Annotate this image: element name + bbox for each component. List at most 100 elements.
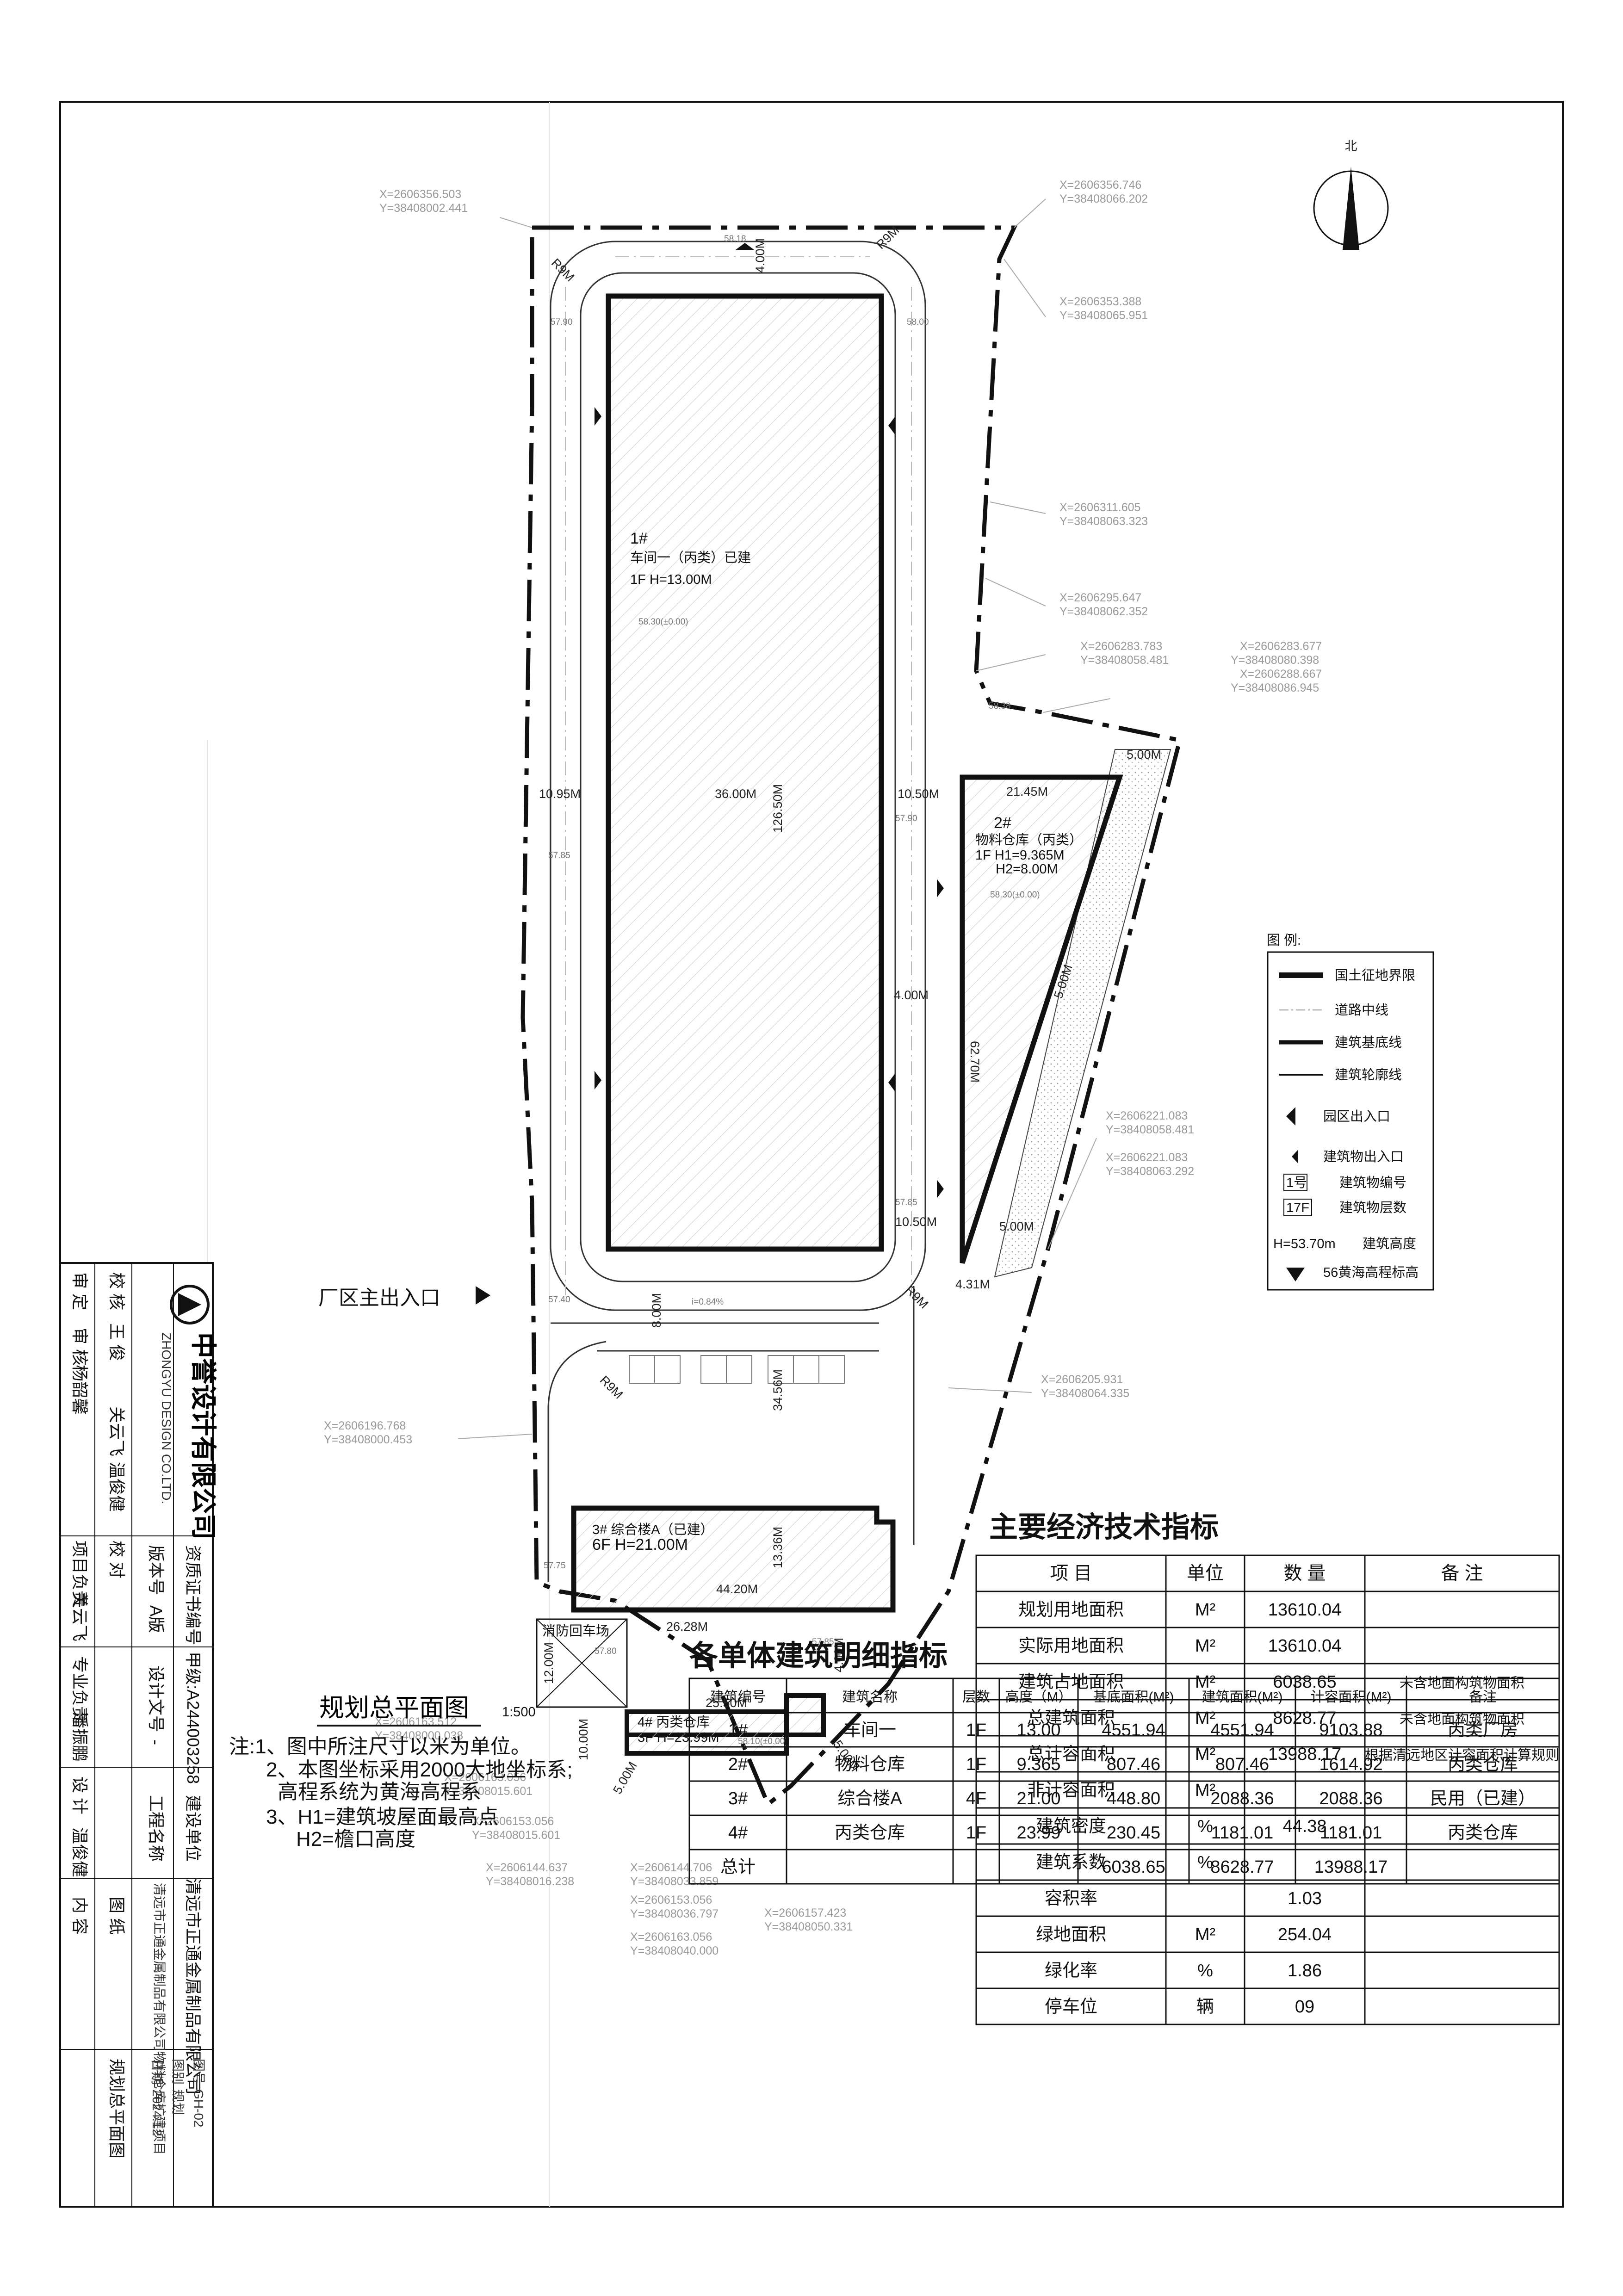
dim-12650: 126.50M [771,784,785,833]
dim-1336: 13.36M [771,1527,785,1568]
detail-cell: 1F [966,1823,986,1843]
building-1: 1# 车间一（丙类）已建 1F H=13.00M 58.30(±0.00) 36… [606,293,884,1252]
main-entrance: 厂区主出入口 [318,1286,490,1309]
legend-item: 道路中线 [1335,1003,1388,1018]
svg-text:X=2606353.388: X=2606353.388 [1059,295,1141,308]
econ-cell: M² [1195,1636,1215,1656]
note-line: H2=檐口高度 [296,1828,415,1850]
detail-cell: 总计 [720,1857,756,1877]
detail-cell: 13988.17 [1314,1857,1388,1877]
detail-cell: 丙类仓库 [1448,1823,1518,1843]
svg-text:Y=38408086.945: Y=38408086.945 [1231,681,1319,694]
econ-cell: % [1197,1853,1213,1872]
svg-text:Y=38408062.352: Y=38408062.352 [1059,605,1148,618]
legend-item: 建筑基底线 [1335,1035,1402,1050]
svg-text:Y=38408080.398: Y=38408080.398 [1231,654,1319,667]
svg-text:57.80: 57.80 [595,1646,617,1656]
econ-cell: M² [1195,1672,1215,1692]
detail-cell: 9103.88 [1319,1720,1382,1740]
econ-cell: 停车位 [1045,1997,1097,2017]
b2-name: 物料仓库（丙类） [975,832,1083,848]
svg-text:58.18: 58.18 [724,234,746,244]
detail-cell: 1614.92 [1319,1755,1382,1774]
svg-text:X=2606356.746: X=2606356.746 [1059,179,1141,192]
econ-cell: 建筑系数 [1036,1853,1106,1872]
tb-content-label: 内 容 [70,1897,89,1935]
svg-text:X=2606163.056: X=2606163.056 [444,1771,526,1784]
tb-role: 项目负责 [70,1541,89,1607]
legend-item: 国土征地界限 [1335,968,1415,983]
dim-2145: 21.45M [1006,785,1048,798]
econ-cell: 规划用地面积 [1018,1600,1124,1620]
detail-title: 各单体建筑明细指标 [689,1640,948,1672]
detail-header: 建筑编号 [710,1690,766,1705]
detail-cell: 2088.36 [1210,1789,1274,1808]
svg-text:X=2606295.647: X=2606295.647 [1059,591,1141,604]
tb-project: 清远市正通金属制品有限公司物料仓库扩建项目 [152,1883,167,2155]
econ-cell: 根据清远地区计容面积计算规则 [1365,1748,1559,1763]
entrance-label: 厂区主出入口 [318,1287,440,1309]
legend-item: 建筑物编号 [1339,1175,1406,1190]
entrance-arrow-icon [476,1286,490,1305]
dim-400-mid: 4.00M [894,988,929,1002]
detail-cell: 2088.36 [1319,1789,1382,1808]
radius-nw: R9M [549,256,577,285]
road-slope: i=0.84% [692,1297,724,1307]
econ-header: 项 目 [1050,1563,1092,1584]
coord-leaders [458,198,1111,1439]
econ-cell: 绿化率 [1045,1961,1097,1980]
dim-1095: 10.95M [539,787,581,801]
b3-label: 3#综合楼A（已建） [592,1522,714,1537]
note-line: 3、H1=建筑坡屋面最高点 [266,1806,498,1828]
detail-cell: 6038.65 [1102,1857,1165,1877]
dim-1050-b: 10.50M [895,1215,937,1229]
econ-cell: 辆 [1196,1997,1214,2017]
building-3: 3#综合楼A（已建） 6F H=21.00M 44.20M 13.36M [571,1505,896,1613]
b2-elev: 58.30(±0.00) [990,890,1040,900]
tb-version: A版 [147,1605,166,1633]
building-entry-arrows [595,243,944,1198]
detail-cell: 1F [966,1755,986,1774]
svg-text:58.00: 58.00 [907,317,929,327]
dim-400-b4: 4.00M [832,1638,846,1672]
svg-text:Y=38408036.797: Y=38408036.797 [630,1907,719,1920]
econ-header: 备 注 [1441,1563,1483,1584]
svg-text:X=2606205.931: X=2606205.931 [1041,1373,1123,1386]
tb-owner: 清远市正通金属制品有限公司 [184,1878,203,2095]
econ-cell: 254.04 [1278,1925,1332,1944]
svg-text:Y=38408058.481: Y=38408058.481 [1106,1123,1194,1136]
north-arrow-icon: 北 [1313,139,1389,250]
econ-title: 主要经济技术指标 [989,1511,1219,1543]
svg-text:57.85: 57.85 [812,1637,834,1647]
econ-header: 单位 [1187,1563,1224,1584]
legend-item: 建筑物出入口 [1323,1149,1404,1164]
econ-cell: 绿地面积 [1036,1925,1106,1944]
radius-sw: R9M [597,1373,626,1402]
legend-item: 园区出入口 [1323,1109,1390,1124]
svg-text:X=2606144.637: X=2606144.637 [486,1861,568,1874]
internal-road [547,241,926,1582]
dim-2628: 26.28M [666,1620,708,1634]
dim-1050-a: 10.50M [898,787,939,801]
tb-date: 日期2024.12 [150,2059,164,2136]
econ-cell: 未含地面构筑物面积 [1400,1712,1524,1727]
detail-cell: 3# [728,1789,748,1808]
dim-3456: 34.56M [771,1369,785,1411]
fire-label: 消防回车场 [542,1623,609,1639]
econ-cell: 44.38 [1282,1817,1326,1836]
tb-role: 审 核 [70,1328,89,1366]
svg-text:Y=38408002.441: Y=38408002.441 [379,202,468,215]
econ-cell: M² [1195,1745,1215,1764]
svg-text:X=2606311.605: X=2606311.605 [1059,501,1140,514]
econ-cell: 1.03 [1288,1889,1322,1908]
plan-notes: 规划总平面图 1:500 注:1、图中所注尺寸以米为单位。 2、本图坐标采用20… [229,1694,573,1850]
econ-cell: 1.86 [1288,1961,1322,1980]
elevation-marks: 58.18 58.00 57.90 57.85 57.90 57.85 58.3… [544,234,1011,1656]
tb-person: 潘振鹏 [70,1712,89,1762]
detail-table: 各单体建筑明细指标 建筑编号建筑名称层数高度（M）基底面积(M²)建筑面积(M²… [688,1640,1560,1885]
svg-text:Y=38408015.601: Y=38408015.601 [444,1785,533,1798]
tb-drawing-label: 图 纸 [107,1897,126,1935]
svg-text:X=2606153.056: X=2606153.056 [472,1815,554,1828]
